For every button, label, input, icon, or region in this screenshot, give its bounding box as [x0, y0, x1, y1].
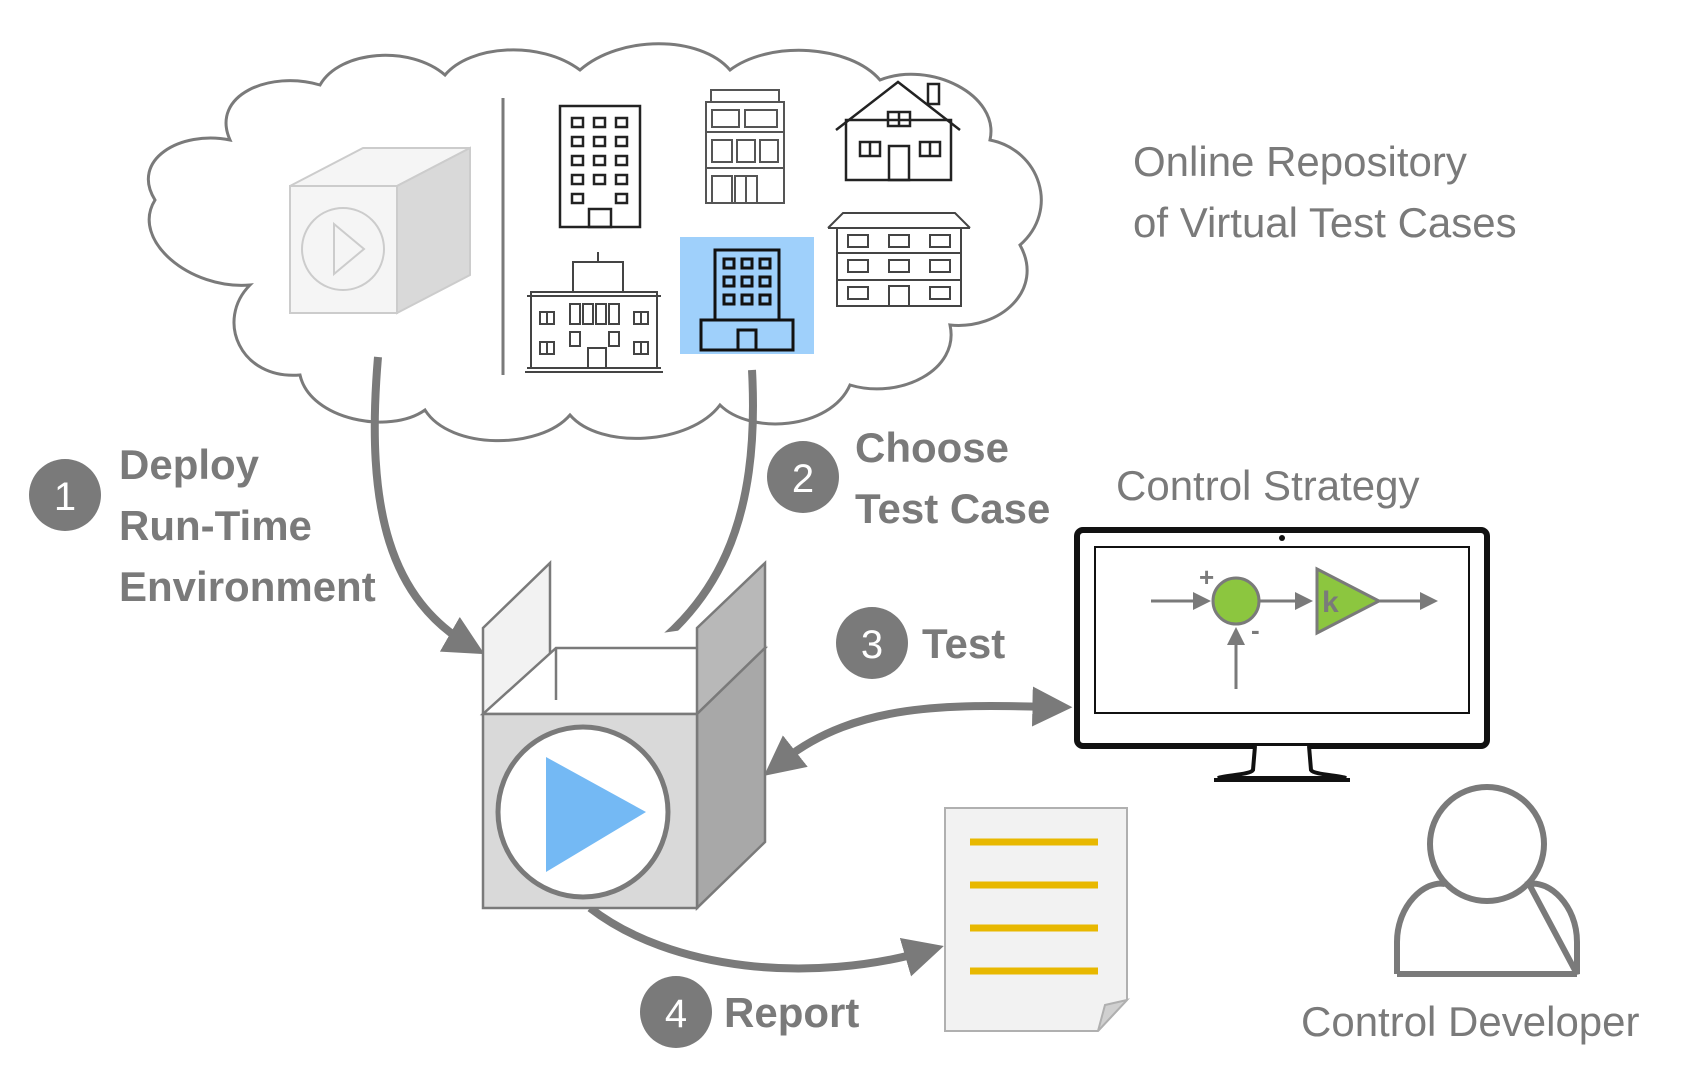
- user-person-icon: [1394, 784, 1580, 977]
- minus-sign: -: [1251, 615, 1260, 645]
- report-arrow: [587, 904, 944, 977]
- step-3-label: Test: [922, 620, 1005, 667]
- repository-title-line2: of Virtual Test Cases: [1133, 199, 1517, 246]
- step-2: 2 Choose Test Case: [767, 424, 1050, 532]
- cloud-repository: [147, 42, 1043, 443]
- step-1-label-line1: Deploy: [119, 441, 260, 488]
- step-4-badge: [640, 976, 712, 1048]
- step-1-label-line2: Run-Time: [119, 502, 312, 549]
- control-strategy-title: Control Strategy: [1116, 462, 1419, 509]
- control-developer-label: Control Developer: [1301, 998, 1640, 1045]
- step-3: 3 Test: [836, 607, 1005, 679]
- step-2-number: 2: [792, 457, 814, 501]
- report-document-icon[interactable]: [944, 807, 1130, 1032]
- gain-block: [1315, 566, 1383, 636]
- office-tower-building-icon[interactable]: [558, 104, 642, 229]
- step-2-badge: [767, 441, 839, 513]
- repository-title-line1: Online Repository: [1133, 138, 1467, 185]
- test-arrow: [763, 686, 1073, 776]
- monitor-screen: [1094, 546, 1470, 714]
- step-1-badge: [29, 459, 101, 531]
- play-icon[interactable]: [546, 757, 646, 872]
- step-4: 4 Report: [640, 976, 859, 1048]
- step-2-label-line2: Test Case: [855, 485, 1050, 532]
- step-3-badge: [836, 607, 908, 679]
- runtime-environment-box: [479, 560, 769, 911]
- step-1: 1 Deploy Run-Time Environment: [29, 441, 376, 610]
- monitor-stand: [1217, 745, 1347, 780]
- faded-runtime-box-icon: [289, 146, 471, 315]
- classical-building-icon[interactable]: [525, 252, 663, 373]
- storefront-building-icon[interactable]: [705, 89, 785, 204]
- step-1-label-line3: Environment: [119, 563, 376, 610]
- selected-test-case-building-icon[interactable]: [680, 237, 814, 354]
- step-2-label-line1: Choose: [855, 424, 1009, 471]
- apartment-building-icon[interactable]: [827, 212, 971, 307]
- control-block-diagram: + - k: [1151, 562, 1438, 689]
- plus-sign: +: [1199, 562, 1214, 592]
- house-building-icon[interactable]: [835, 80, 961, 182]
- step-3-number: 3: [861, 623, 883, 667]
- deploy-arrow: [370, 356, 485, 655]
- gain-label: k: [1322, 586, 1339, 619]
- step-4-number: 4: [665, 992, 687, 1036]
- monitor-icon: [1074, 527, 1490, 782]
- step-4-label: Report: [724, 989, 859, 1036]
- step-1-number: 1: [54, 475, 76, 519]
